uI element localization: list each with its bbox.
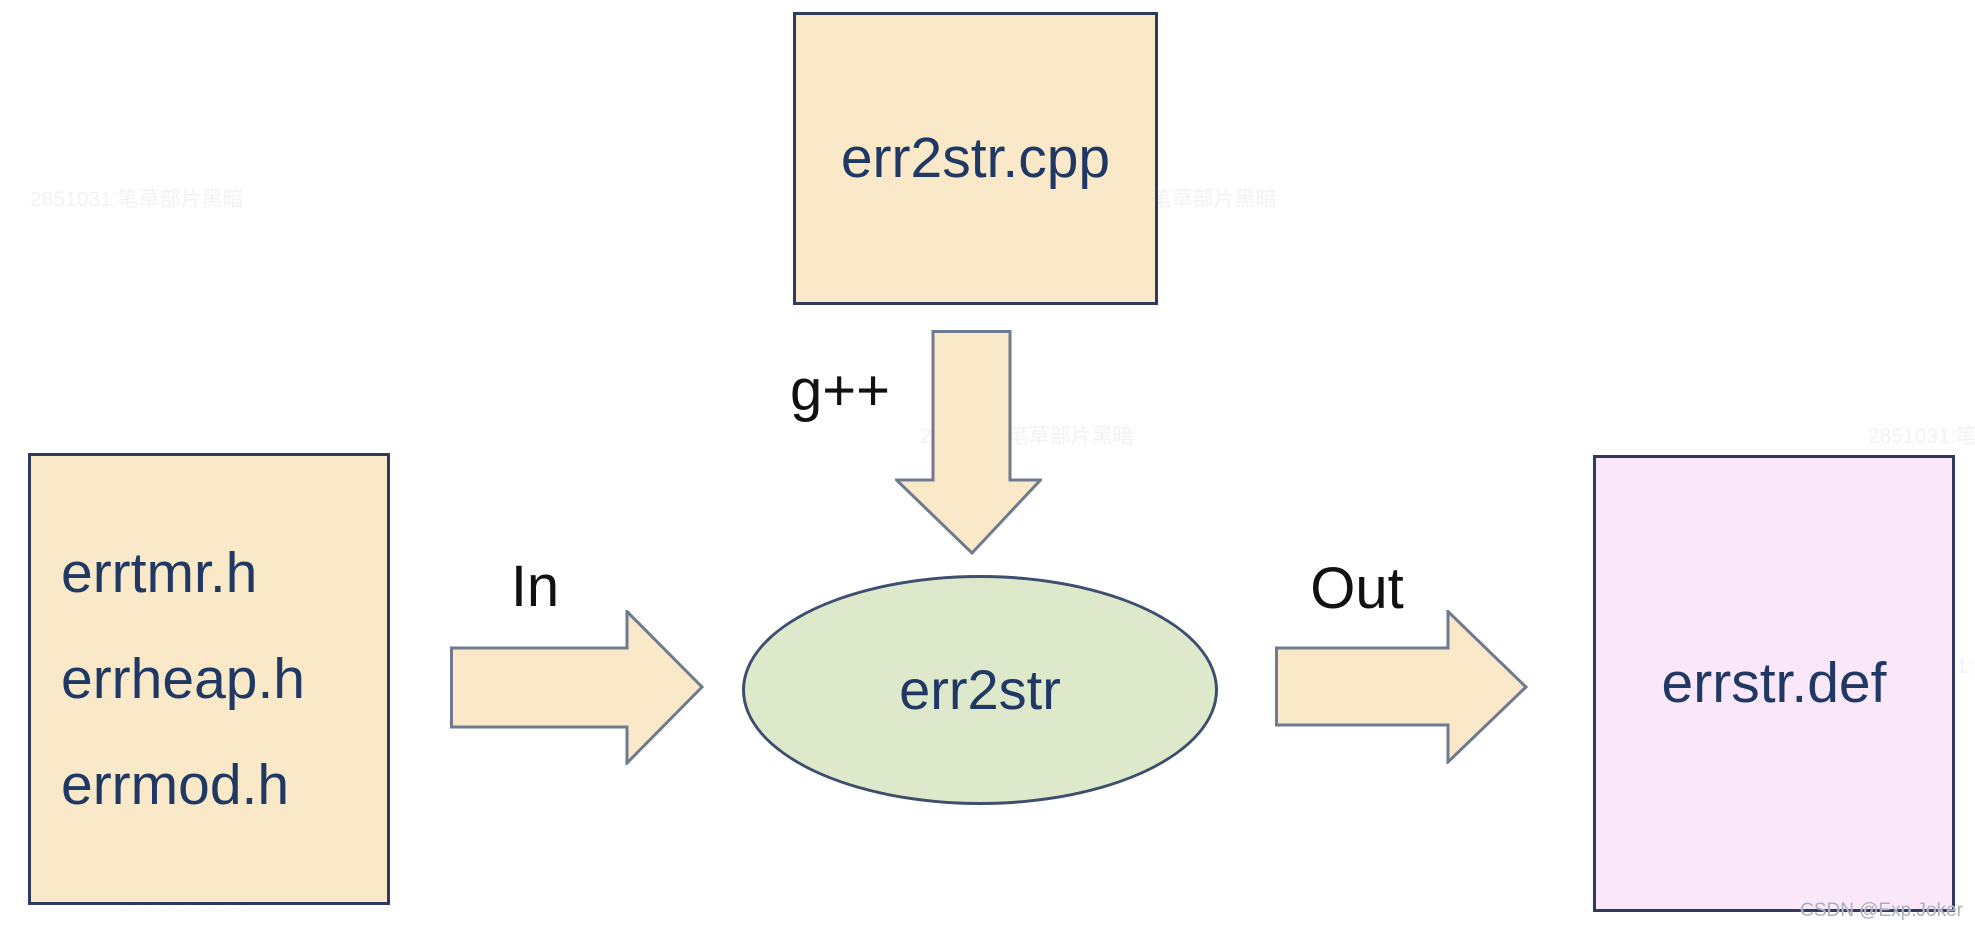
- csdn-signature-watermark: CSDN @Exp.Joker: [1800, 900, 1963, 921]
- in-edge-label: In: [510, 554, 560, 619]
- block-arrow-right-in-icon: [450, 610, 705, 765]
- compiler-edge-label: g++: [790, 358, 890, 423]
- node-header-files-box: errtmr.h errheap.h errmod.h: [28, 453, 390, 905]
- block-arrow-right-out-icon: [1275, 610, 1529, 764]
- node-output-file-box: errstr.def: [1593, 455, 1955, 912]
- watermark-tile: 2851031:笔草部片黑暗: [30, 188, 244, 211]
- watermark-tile: 2851031:笔草部片黑暗: [1868, 425, 1975, 448]
- header-file-label: errmod.h: [61, 752, 290, 817]
- header-file-label: errheap.h: [61, 646, 306, 711]
- node-source-file-box: err2str.cpp: [793, 12, 1158, 305]
- output-file-label: errstr.def: [1661, 651, 1887, 715]
- header-file-label: errtmr.h: [61, 540, 258, 605]
- node-tool-ellipse: err2str: [742, 575, 1218, 805]
- source-file-label: err2str.cpp: [840, 126, 1111, 190]
- tool-label: err2str: [899, 658, 1061, 721]
- out-edge-label: Out: [1310, 556, 1404, 621]
- block-arrow-down-icon: [895, 330, 1042, 555]
